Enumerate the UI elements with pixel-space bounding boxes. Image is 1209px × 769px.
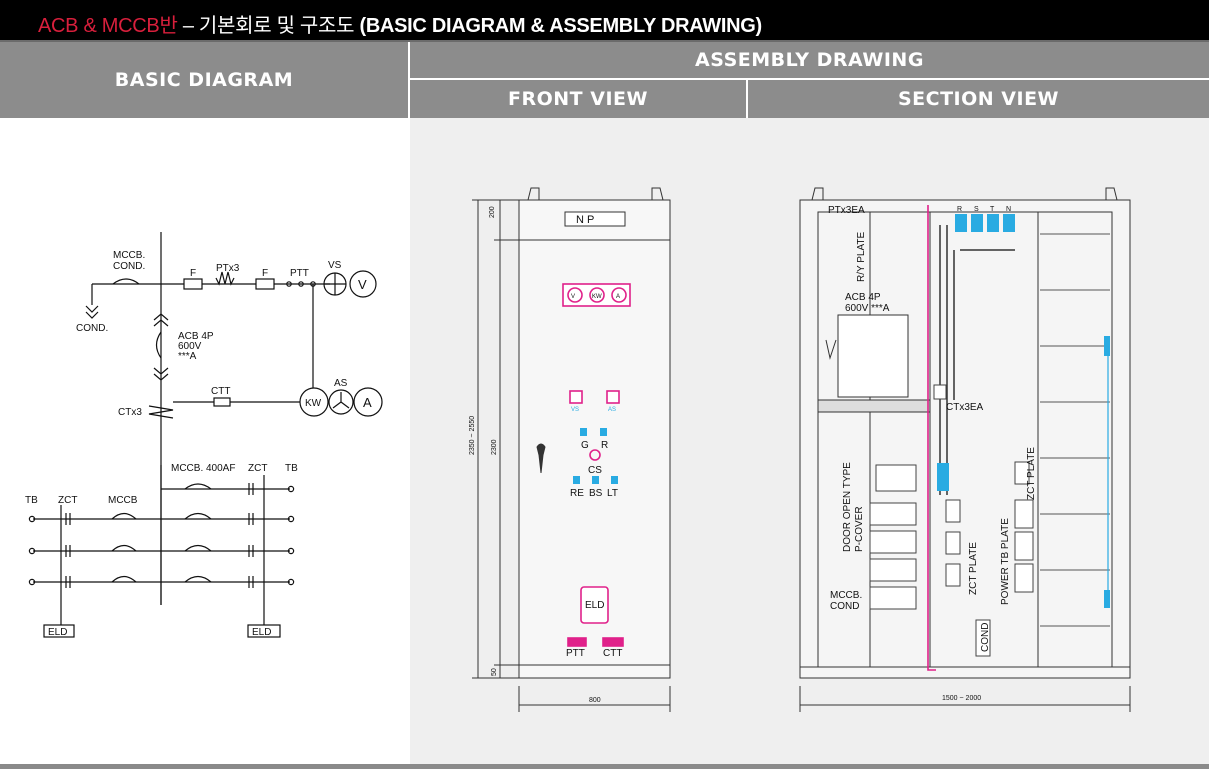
header-front-view: FRONT VIEW — [410, 80, 746, 118]
feeder-rows — [28, 475, 295, 625]
front-view-labels: N P V KW A VS AS G R CS RE BS LT ELD PTT… — [469, 206, 622, 704]
svg-text:VS: VS — [328, 260, 342, 271]
svg-text:T: T — [990, 206, 995, 213]
svg-text:ZCT: ZCT — [58, 495, 77, 506]
svg-text:V: V — [358, 277, 367, 292]
title-bar: ACB & MCCB반 – 기본회로 및 구조도 (BASIC DIAGRAM … — [0, 0, 1209, 42]
svg-text:G: G — [581, 440, 589, 451]
svg-text:MCCB: MCCB — [108, 495, 138, 506]
svg-text:ACB 4P: ACB 4P — [845, 292, 881, 303]
svg-text:***A: ***A — [178, 351, 197, 362]
svg-text:ELD: ELD — [48, 627, 67, 638]
title-english-part: (BASIC DIAGRAM & ASSEMBLY DRAWING) — [359, 15, 762, 37]
svg-text:50: 50 — [491, 668, 498, 676]
svg-text:AS: AS — [608, 407, 616, 413]
svg-text:LT: LT — [607, 488, 618, 499]
front-view — [472, 187, 671, 712]
svg-text:KW: KW — [305, 398, 322, 409]
basic-diagram-labels: MCCB. COND. COND. F PTx3 F PTT VS V ACB … — [25, 250, 372, 638]
svg-text:PTT: PTT — [566, 648, 585, 659]
svg-text:PTT: PTT — [290, 268, 309, 279]
svg-text:F: F — [190, 268, 196, 279]
svg-text:BS: BS — [589, 488, 603, 499]
svg-text:MCCB. 400AF: MCCB. 400AF — [171, 463, 235, 474]
svg-text:COND: COND — [830, 601, 859, 612]
title-red-part: ACB & MCCB반 — [38, 15, 178, 37]
svg-text:COND.: COND. — [76, 323, 108, 334]
svg-text:ZCT PLATE: ZCT PLATE — [968, 542, 979, 595]
svg-text:600V ***A: 600V ***A — [845, 303, 890, 314]
title-korean-part: – 기본회로 및 구조도 — [177, 15, 360, 37]
svg-text:2350 ~ 2550: 2350 ~ 2550 — [469, 416, 476, 455]
label-mccb-cond: MCCB. — [113, 250, 145, 261]
basic-diagram — [28, 232, 383, 638]
svg-text:ZCT PLATE: ZCT PLATE — [1026, 447, 1037, 500]
svg-text:R: R — [601, 440, 608, 451]
svg-text:ZCT: ZCT — [248, 463, 267, 474]
svg-text:MCCB.: MCCB. — [830, 590, 862, 601]
header-section-view: SECTION VIEW — [748, 80, 1209, 118]
svg-text:S: S — [974, 206, 979, 213]
svg-text:COND.: COND. — [113, 261, 145, 272]
svg-text:POWER TB PLATE: POWER TB PLATE — [1000, 518, 1011, 605]
svg-text:CS: CS — [588, 465, 602, 476]
svg-text:N P: N P — [576, 214, 594, 226]
svg-text:800: 800 — [589, 697, 601, 704]
svg-text:ELD: ELD — [585, 600, 604, 611]
bottom-rule — [0, 764, 1209, 769]
header-assembly-drawing: ASSEMBLY DRAWING — [410, 42, 1209, 78]
svg-text:CTT: CTT — [211, 386, 230, 397]
svg-text:COND: COND — [980, 623, 991, 652]
svg-text:200: 200 — [489, 206, 496, 218]
page-title: ACB & MCCB반 – 기본회로 및 구조도 (BASIC DIAGRAM … — [38, 9, 762, 38]
svg-text:TB: TB — [285, 463, 298, 474]
svg-text:P-COVER: P-COVER — [854, 506, 865, 552]
svg-text:CTx3: CTx3 — [118, 407, 142, 418]
section-view-labels: PTx3EA R/Y PLATE ACB 4P 600V ***A CTx3EA… — [828, 205, 1037, 702]
header-basic-diagram: BASIC DIAGRAM — [0, 42, 408, 118]
svg-text:RE: RE — [570, 488, 584, 499]
zct-right-top — [248, 483, 254, 495]
svg-text:F: F — [262, 268, 268, 279]
svg-text:VS: VS — [571, 407, 579, 413]
svg-text:N: N — [1006, 206, 1011, 213]
svg-text:AS: AS — [334, 378, 348, 389]
svg-text:V: V — [571, 294, 575, 300]
section-view — [799, 187, 1131, 712]
svg-text:ACB 4P: ACB 4P — [178, 331, 214, 342]
svg-text:R: R — [957, 206, 962, 213]
svg-text:PTx3: PTx3 — [216, 263, 240, 274]
svg-text:1500 ~ 2000: 1500 ~ 2000 — [942, 695, 981, 702]
svg-text:600V: 600V — [178, 341, 202, 352]
svg-text:CTx3EA: CTx3EA — [946, 402, 984, 413]
svg-text:PTx3EA: PTx3EA — [828, 205, 865, 216]
svg-text:KW: KW — [592, 294, 602, 300]
svg-text:R/Y PLATE: R/Y PLATE — [856, 231, 867, 282]
basic-diagram-panel — [0, 118, 408, 766]
svg-text:A: A — [363, 395, 372, 410]
svg-text:CTT: CTT — [603, 648, 622, 659]
svg-text:TB: TB — [25, 495, 38, 506]
svg-text:ELD: ELD — [252, 627, 271, 638]
svg-text:2300: 2300 — [491, 439, 498, 455]
svg-text:A: A — [616, 294, 620, 300]
svg-text:DOOR OPEN TYPE: DOOR OPEN TYPE — [842, 462, 853, 552]
